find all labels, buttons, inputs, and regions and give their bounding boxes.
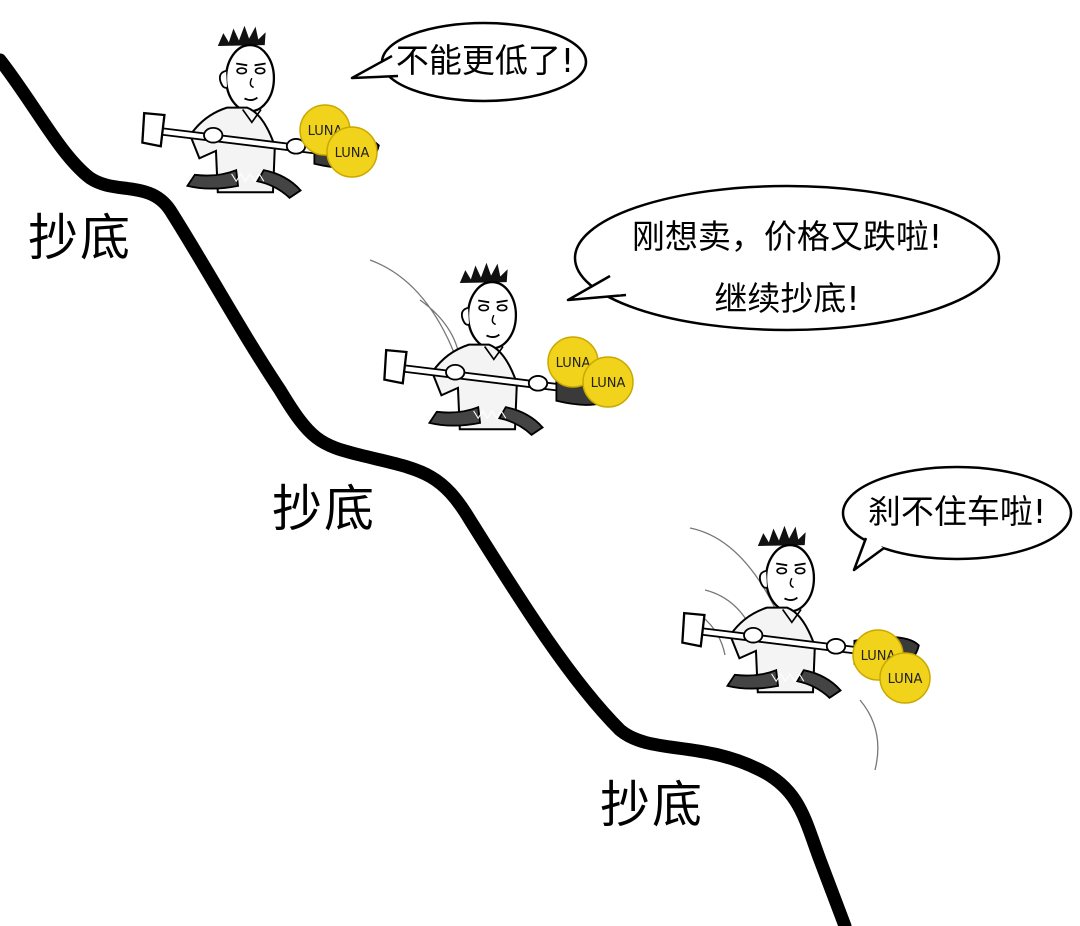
bubble-2-line-1: 刚想卖，价格又跌啦! (631, 217, 943, 256)
bubble-1-line-1: 不能更低了! (395, 41, 575, 80)
luna-coin: LUNA (879, 652, 931, 704)
luna-coin-label: LUNA (888, 672, 923, 687)
speech-bubble-text-3: 刹不住车啦! (848, 492, 1066, 532)
luna-coin-label: LUNA (556, 356, 591, 371)
bubble-3-line-1: 刹不住车啦! (867, 492, 1047, 531)
bubble-2-line-2: 继续抄底! (714, 279, 860, 318)
luna-coin-label: LUNA (335, 146, 370, 161)
luna-coin-label: LUNA (591, 376, 626, 391)
motion-lines-3 (689, 527, 879, 771)
speech-bubble-text-2: 刚想卖，价格又跌啦! 继续抄底! (596, 206, 978, 330)
price-decline-line (0, 53, 852, 926)
panel-label-1: 抄底 (28, 209, 132, 267)
luna-coin: LUNA (326, 126, 378, 178)
speech-bubble-3 (841, 465, 1073, 572)
luna-coin: LUNA (582, 356, 634, 408)
speech-bubble-text-1: 不能更低了! (388, 41, 582, 81)
panel-label-2: 抄底 (272, 480, 376, 538)
motion-lines-2 (369, 259, 461, 361)
speech-bubble-1 (350, 21, 588, 103)
speech-bubble-2 (566, 184, 1001, 332)
panel-label-3: 抄底 (600, 776, 704, 834)
